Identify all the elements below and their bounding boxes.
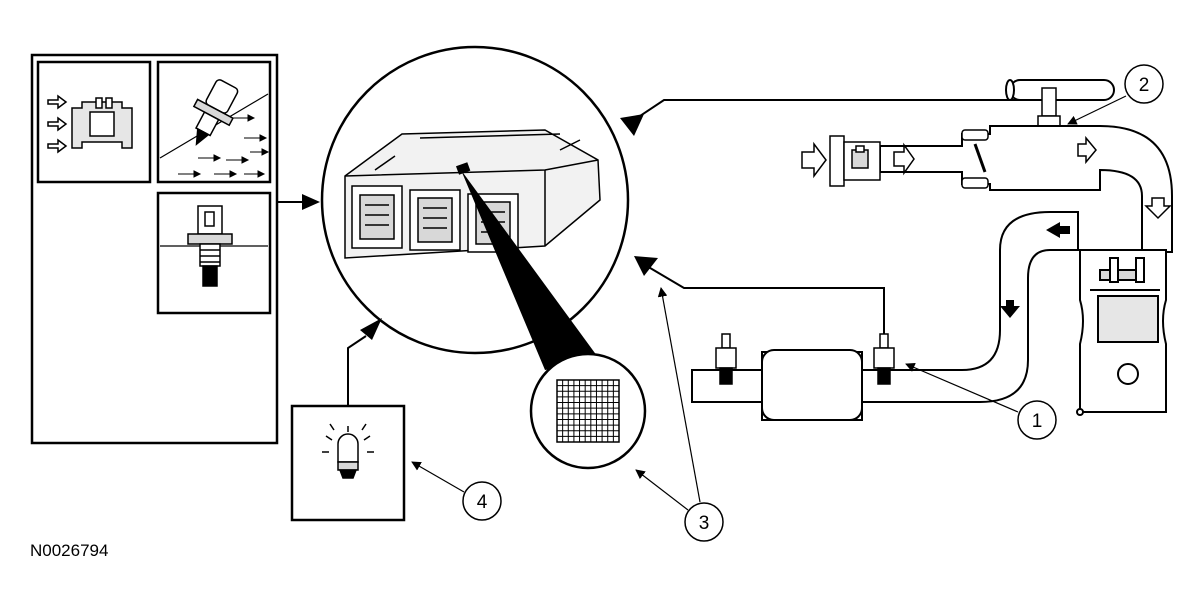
intake-manifold xyxy=(879,125,1173,253)
sensor-input-panel xyxy=(30,53,279,445)
memory-zoom-wedge xyxy=(461,170,600,370)
callout-2: 2 xyxy=(1067,64,1164,125)
oxygen-sensor-icon xyxy=(715,333,895,385)
callout-4: 4 xyxy=(411,461,502,521)
memory-chip-grid-icon xyxy=(529,352,647,470)
malfunction-indicator-lamp xyxy=(290,404,406,522)
fuel-rail xyxy=(1005,79,1115,101)
air-cleaner xyxy=(829,135,881,187)
catalytic-converter-icon xyxy=(761,349,863,421)
signal-arrow-oxygen-sensor xyxy=(634,256,885,348)
signal-arrow-injector xyxy=(620,99,1048,136)
output-arrow-mil xyxy=(347,318,382,406)
callout-1: 1 xyxy=(905,362,1057,440)
airflow-arrows xyxy=(801,135,1172,220)
callout-2-label: 2 xyxy=(1139,75,1150,96)
figure-id-label: N0026794 xyxy=(30,541,109,560)
mil-bulb-icon xyxy=(322,423,374,479)
throttle-position-sensor-icon xyxy=(156,60,272,184)
callout-4-label: 4 xyxy=(477,492,488,513)
engine-cylinder-icon xyxy=(1076,249,1167,416)
mass-airflow-sensor-icon xyxy=(36,60,152,184)
callout-3: 3 xyxy=(635,287,724,542)
signal-arrow-sensors xyxy=(277,194,320,210)
callout-1-label: 1 xyxy=(1032,411,1043,432)
engine-control-module-icon xyxy=(320,45,630,355)
temperature-sensor-icon xyxy=(156,191,272,315)
throttle-body xyxy=(961,129,989,189)
callout-3-label: 3 xyxy=(699,513,710,534)
exhaust-flow-arrows xyxy=(1000,222,1070,318)
